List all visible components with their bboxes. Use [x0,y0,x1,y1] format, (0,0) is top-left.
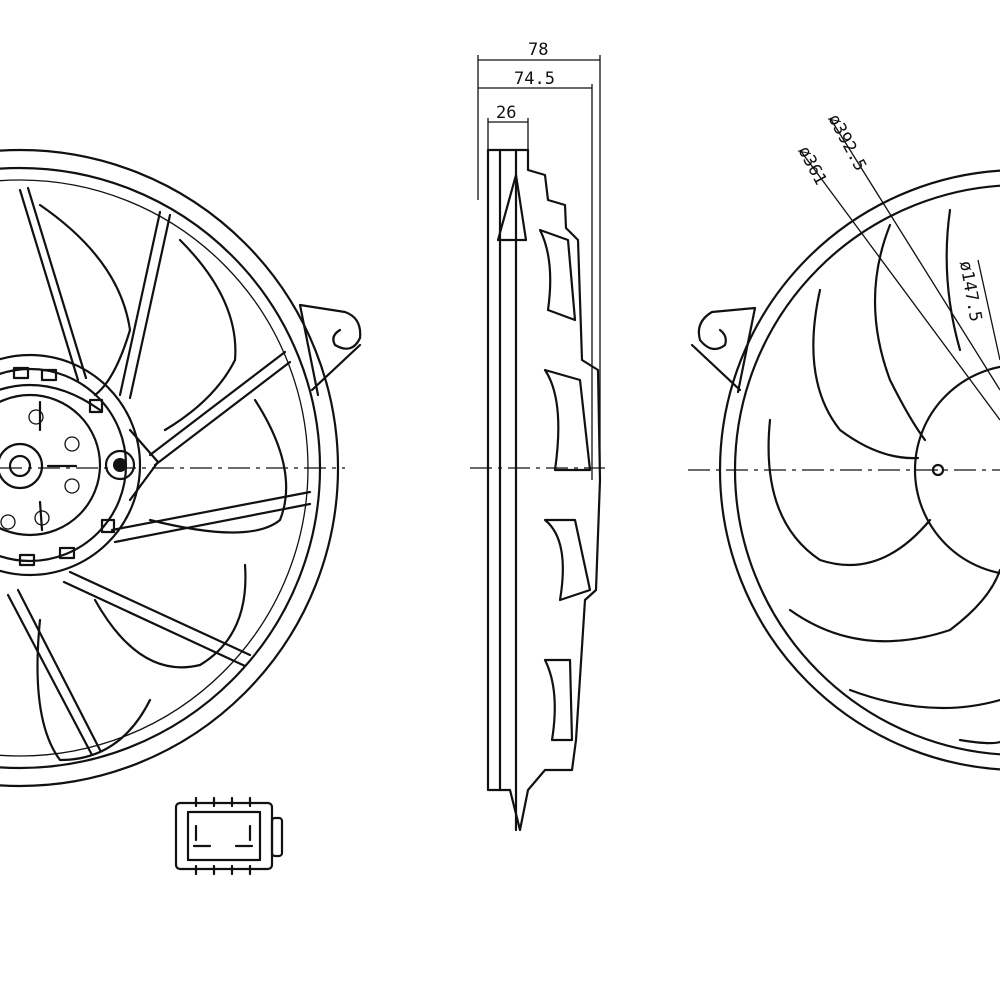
rear-blades [767,208,1000,745]
side-view: 78 74.5 26 [470,40,605,832]
front-motor-connector [104,449,136,481]
side-blades [538,228,592,742]
front-blades [36,203,288,762]
front-spokes [6,186,312,757]
front-mounting-bracket [298,303,362,397]
dim-frame-depth: 74.5 [514,69,555,89]
dia-shroud-label: ø392.5 [824,111,870,175]
dim-motor-depth: 26 [496,103,516,123]
connector-detail [174,796,284,876]
dia-blade-label: ø361 [794,143,831,189]
front-shroud-outer-ring [0,148,340,788]
front-motor-hub [0,353,160,577]
rear-hub-circle [913,365,1000,575]
rear-mounting-bracket [690,306,757,394]
dia-hub-label: ø147.5 [955,259,985,323]
front-hub-teeth [12,366,116,567]
front-view [0,148,362,788]
rear-view: ø392.5 ø361 ø147.5 [688,111,1000,771]
side-frame-profile [486,148,602,832]
dim-overall-depth: 78 [528,40,548,60]
